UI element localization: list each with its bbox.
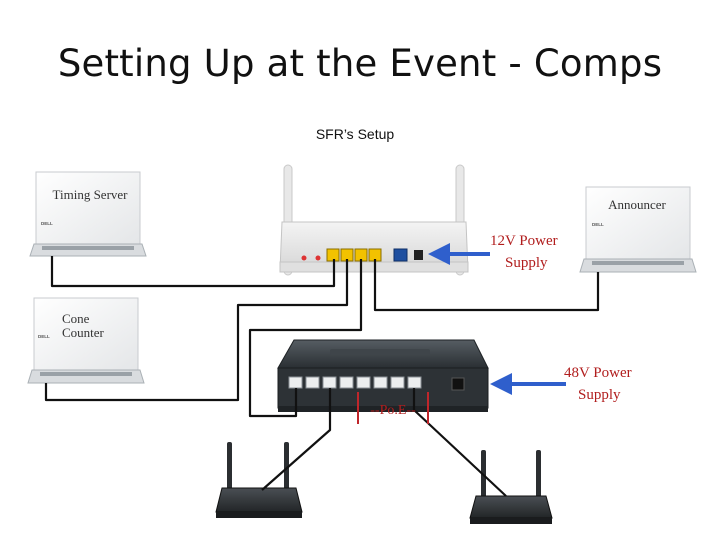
cone-counter-label-line2: Counter xyxy=(62,325,105,340)
cable-access-point-right xyxy=(412,388,507,497)
cable-switch-uplink xyxy=(248,259,363,418)
switch-power-label-line1: 48V Power xyxy=(564,365,632,381)
cone-counter-laptop: Cone Counter DELL xyxy=(27,297,145,384)
access-point-right xyxy=(469,450,553,524)
timing-server-brand-logo: DELL xyxy=(41,221,53,226)
ethernet-cables xyxy=(44,256,600,497)
announcer-label: Announcer xyxy=(608,197,666,212)
router-wan-port xyxy=(393,248,408,262)
timing-server-screen xyxy=(35,171,141,245)
router-power-label-line2: Supply xyxy=(505,255,548,271)
cable-access-point-left xyxy=(261,388,332,491)
switch-power-label-line2: Supply xyxy=(578,387,621,403)
slide-title: Setting Up at the Event - Comps xyxy=(57,42,663,85)
poe-label: --Po.E-- xyxy=(370,403,416,418)
cable-timing-server xyxy=(50,256,336,288)
cone-counter-brand-logo: DELL xyxy=(38,334,50,339)
announcer-laptop: Announcer DELL xyxy=(579,186,697,273)
timing-server-label: Timing Server xyxy=(53,187,129,202)
announcer-brand-logo: DELL xyxy=(592,222,604,227)
cone-counter-screen xyxy=(33,297,139,371)
switch-ports xyxy=(288,376,422,389)
cable-announcer xyxy=(373,259,600,312)
router-power-label-line1: 12V Power xyxy=(490,233,558,249)
poe-switch xyxy=(277,339,489,412)
cone-counter-label-line1: Cone xyxy=(62,311,90,326)
power-arrow-switch xyxy=(490,373,566,395)
power-arrow-router xyxy=(428,243,490,265)
cable-cone-counter xyxy=(44,259,349,402)
slide-subtitle: SFR’s Setup xyxy=(315,126,395,142)
announcer-screen xyxy=(585,186,691,260)
router-led xyxy=(301,255,307,261)
router-power-jack xyxy=(414,250,423,260)
poe-bracket xyxy=(357,392,429,424)
timing-server-laptop: Timing Server DELL xyxy=(29,171,147,257)
switch-power-jack xyxy=(451,377,465,391)
access-point-left-antenna xyxy=(227,442,232,492)
access-point-left xyxy=(215,442,303,518)
